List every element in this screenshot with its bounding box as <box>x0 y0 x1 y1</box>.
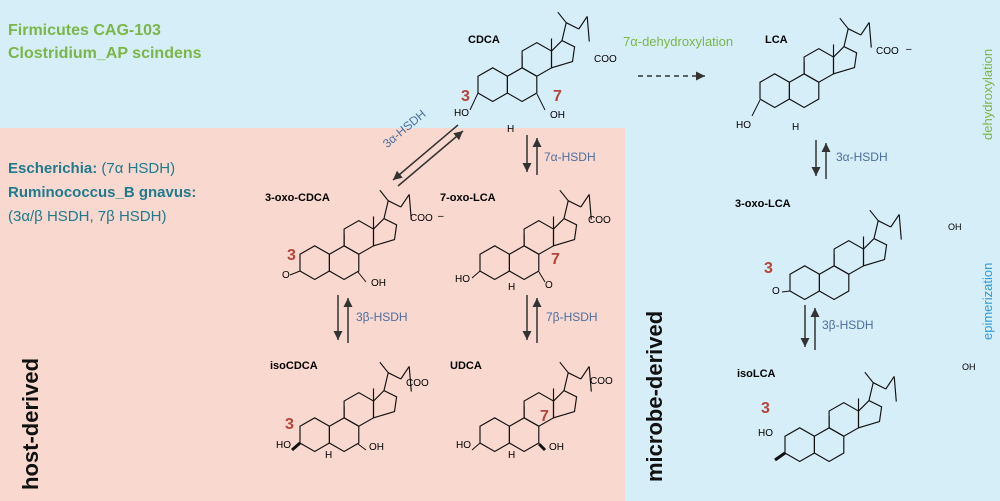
cdca-structure <box>477 11 590 103</box>
microbe-region <box>625 0 1000 501</box>
cdca-ho: HO <box>454 108 469 119</box>
isolca-name: isoLCA <box>737 368 776 380</box>
cdca-oh: OH <box>550 110 565 121</box>
oxo3-cdca-keto-bond <box>289 270 301 276</box>
lca-coo: COO <box>876 46 899 57</box>
isocdca-oh: OH <box>369 442 384 453</box>
lca-minus: – <box>906 44 912 55</box>
udca-coo: COO <box>590 376 613 387</box>
oxo7-lca-name: 7-oxo-LCA <box>440 192 496 204</box>
oxo3-cdca-minus: – <box>438 211 444 222</box>
ruminococcus-enzyme: (3α/β HSDH, 7β HSDH) <box>8 208 167 225</box>
oxo3-lca-o: O <box>772 286 780 297</box>
lca-name: LCA <box>765 34 788 46</box>
hsdh-3a-right-label: 3α-HSDH <box>836 150 888 164</box>
epimerization-side-label: epimerization <box>980 262 995 340</box>
firmicutes-label: Firmicutes CAG-103 <box>8 22 161 39</box>
cdca-name: CDCA <box>468 34 500 46</box>
hsdh-3b-left-label: 3β-HSDH <box>356 310 408 324</box>
lca-structure <box>759 17 872 109</box>
hsdh-7a-label: 7α-HSDH <box>544 150 596 164</box>
oxo3-cdca-o: O <box>282 270 290 281</box>
oxo3-cdca-coo: COO <box>410 213 433 224</box>
oxo3-cdca-name: 3-oxo-CDCA <box>265 192 330 204</box>
isocdca-coo: COO <box>406 378 429 389</box>
hsdh-3b-right-label: 3β-HSDH <box>822 318 874 332</box>
oxo3-cdca-7-oh-bond <box>357 271 367 283</box>
lca-ho: HO <box>736 120 751 131</box>
oxo7-lca-ho: HO <box>455 274 470 285</box>
isolca-3-oh-bond <box>774 451 786 462</box>
oxo3-lca-oh: OH <box>948 222 962 232</box>
oxo7-lca-keto-bond <box>538 271 546 283</box>
udca-7-oh-bond <box>537 442 547 452</box>
isolca-num3: 3 <box>761 400 770 417</box>
microbe-derived-label: microbe-derived <box>642 310 667 482</box>
oxo3-lca-keto-bond <box>781 290 791 293</box>
cdca-num3: 3 <box>461 88 470 105</box>
lca-h: H <box>792 122 800 133</box>
dehydroxylation-side-label: dehydroxylation <box>980 48 995 140</box>
oxo3-to-cdca-arrow <box>397 130 464 187</box>
udca-ho: HO <box>456 440 471 451</box>
cdca-h: H <box>507 124 515 135</box>
lca-3-oh-bond <box>751 99 761 117</box>
oxo3-lca-num3: 3 <box>764 260 773 277</box>
isocdca-3-oh-bond <box>291 441 301 452</box>
isocdca-num3: 3 <box>285 416 294 433</box>
cdca-3-oh-bond <box>469 92 479 111</box>
oxo3-cdca-num3: 3 <box>287 247 296 264</box>
udca-oh: OH <box>549 442 564 453</box>
ruminococcus-name: Ruminococcus_B gnavus: <box>8 184 197 201</box>
isocdca-ho: HO <box>276 440 291 451</box>
isolca-oh: OH <box>962 362 976 372</box>
escherichia-enzyme: (7α HSDH) <box>97 160 176 177</box>
cdca-to-oxo3-arrow <box>392 124 459 181</box>
isocdca-h: H <box>325 450 333 461</box>
isocdca-7-oh-bond <box>357 443 367 451</box>
oxo7-lca-h: H <box>508 282 516 293</box>
cdca-num7: 7 <box>553 88 562 105</box>
host-region <box>0 128 625 501</box>
isocdca-name: isoCDCA <box>270 360 318 372</box>
oxo7-lca-3-oh-bond <box>471 270 481 279</box>
cdca-7-oh-bond <box>536 93 546 111</box>
oxo7-lca-coo: COO <box>588 215 611 226</box>
udca-h: H <box>508 450 516 461</box>
isocdca-structure <box>299 361 412 453</box>
udca-structure <box>479 361 592 453</box>
oxo7-lca-structure <box>479 189 592 281</box>
oxo3-cdca-oh: OH <box>371 278 386 289</box>
udca-name: UDCA <box>450 360 482 372</box>
host-derived-label: host-derived <box>18 357 43 490</box>
top-blue-region <box>0 0 625 128</box>
escherichia-line: Escherichia: (7α HSDH) <box>8 160 175 177</box>
cdca-coo: COO <box>594 54 617 65</box>
hsdh-7b-label: 7β-HSDH <box>546 310 598 324</box>
oxo3-lca-structure <box>789 209 902 301</box>
escherichia-name: Escherichia: <box>8 160 98 177</box>
dehydroxylation-label: 7α-dehydroxylation <box>623 34 734 49</box>
oxo7-lca-num7: 7 <box>551 251 560 268</box>
isolca-structure <box>784 371 897 463</box>
clostridium-label: Clostridium_AP scindens <box>8 45 202 62</box>
isolca-ho: HO <box>758 428 773 439</box>
udca-num7: 7 <box>540 408 549 425</box>
oxo3-lca-name: 3-oxo-LCA <box>735 198 791 210</box>
udca-3-oh-bond <box>471 442 481 451</box>
oxo7-lca-o: O <box>545 280 553 291</box>
